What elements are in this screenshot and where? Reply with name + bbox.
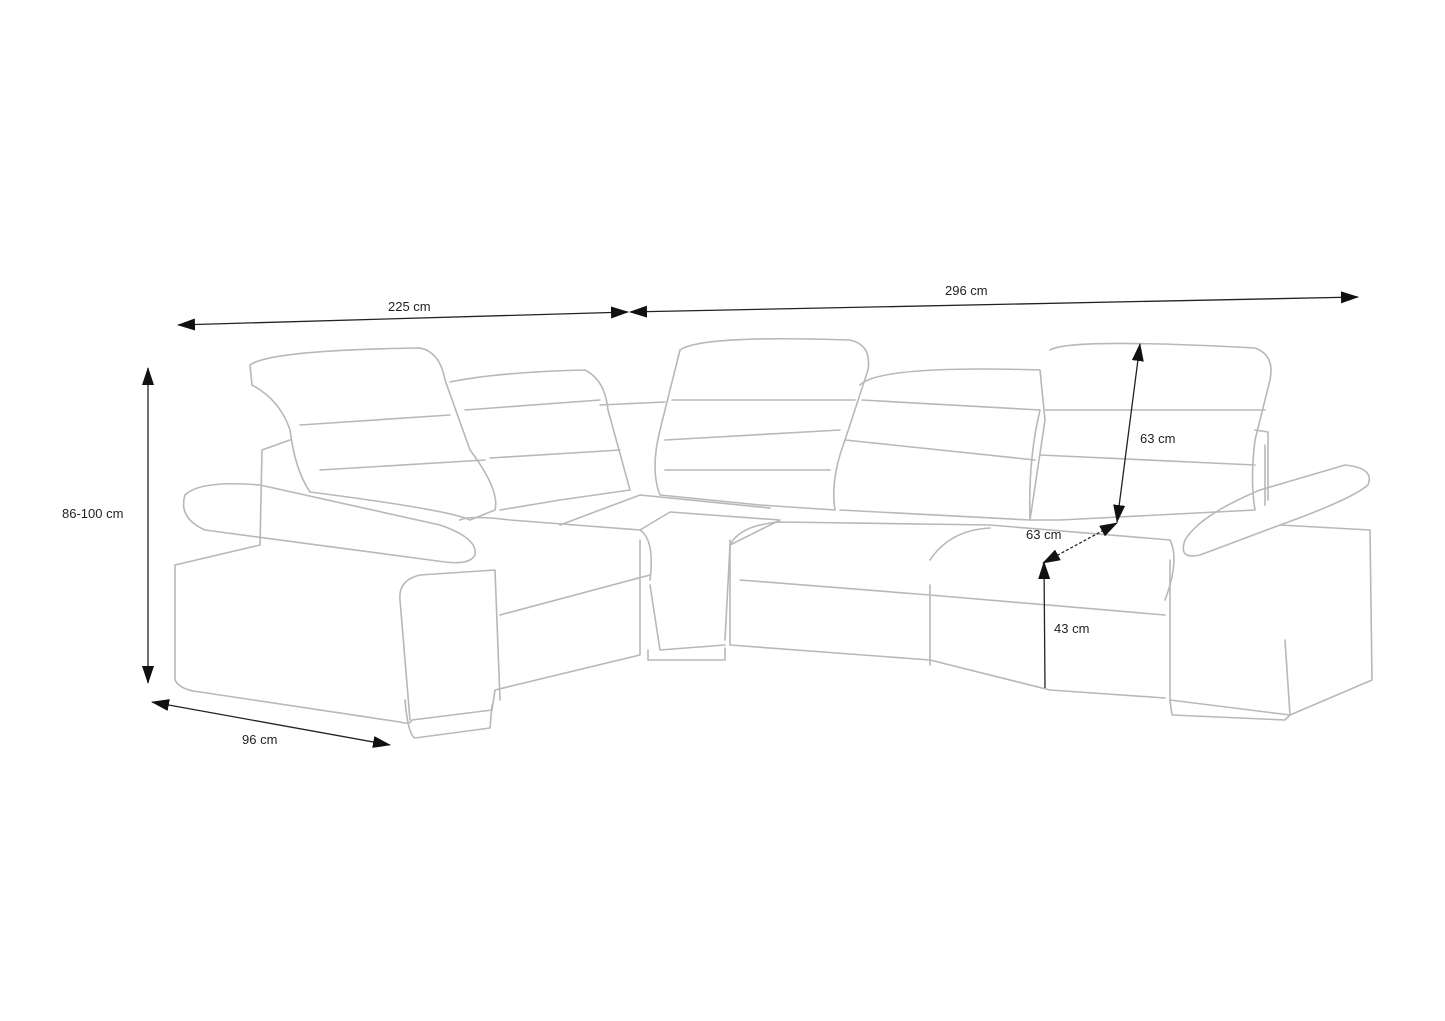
sofa-outline <box>174 337 1373 739</box>
seat-height-arrow <box>1038 561 1051 689</box>
backrest-height-label: 63 cm <box>1140 431 1175 446</box>
seat-height-label: 43 cm <box>1054 621 1089 636</box>
backrest-height-arrow <box>1113 343 1144 523</box>
height-label: 86-100 cm <box>62 506 123 521</box>
seat-depth-arrow <box>1042 522 1118 564</box>
depth-arrow <box>151 699 391 748</box>
depth-label: 96 cm <box>242 732 277 747</box>
seat-depth-label: 63 cm <box>1026 527 1061 542</box>
width-right-arrow <box>629 291 1359 318</box>
width-right-label: 296 cm <box>945 283 988 298</box>
width-left-label: 225 cm <box>388 299 431 314</box>
width-left-arrow <box>177 306 629 331</box>
